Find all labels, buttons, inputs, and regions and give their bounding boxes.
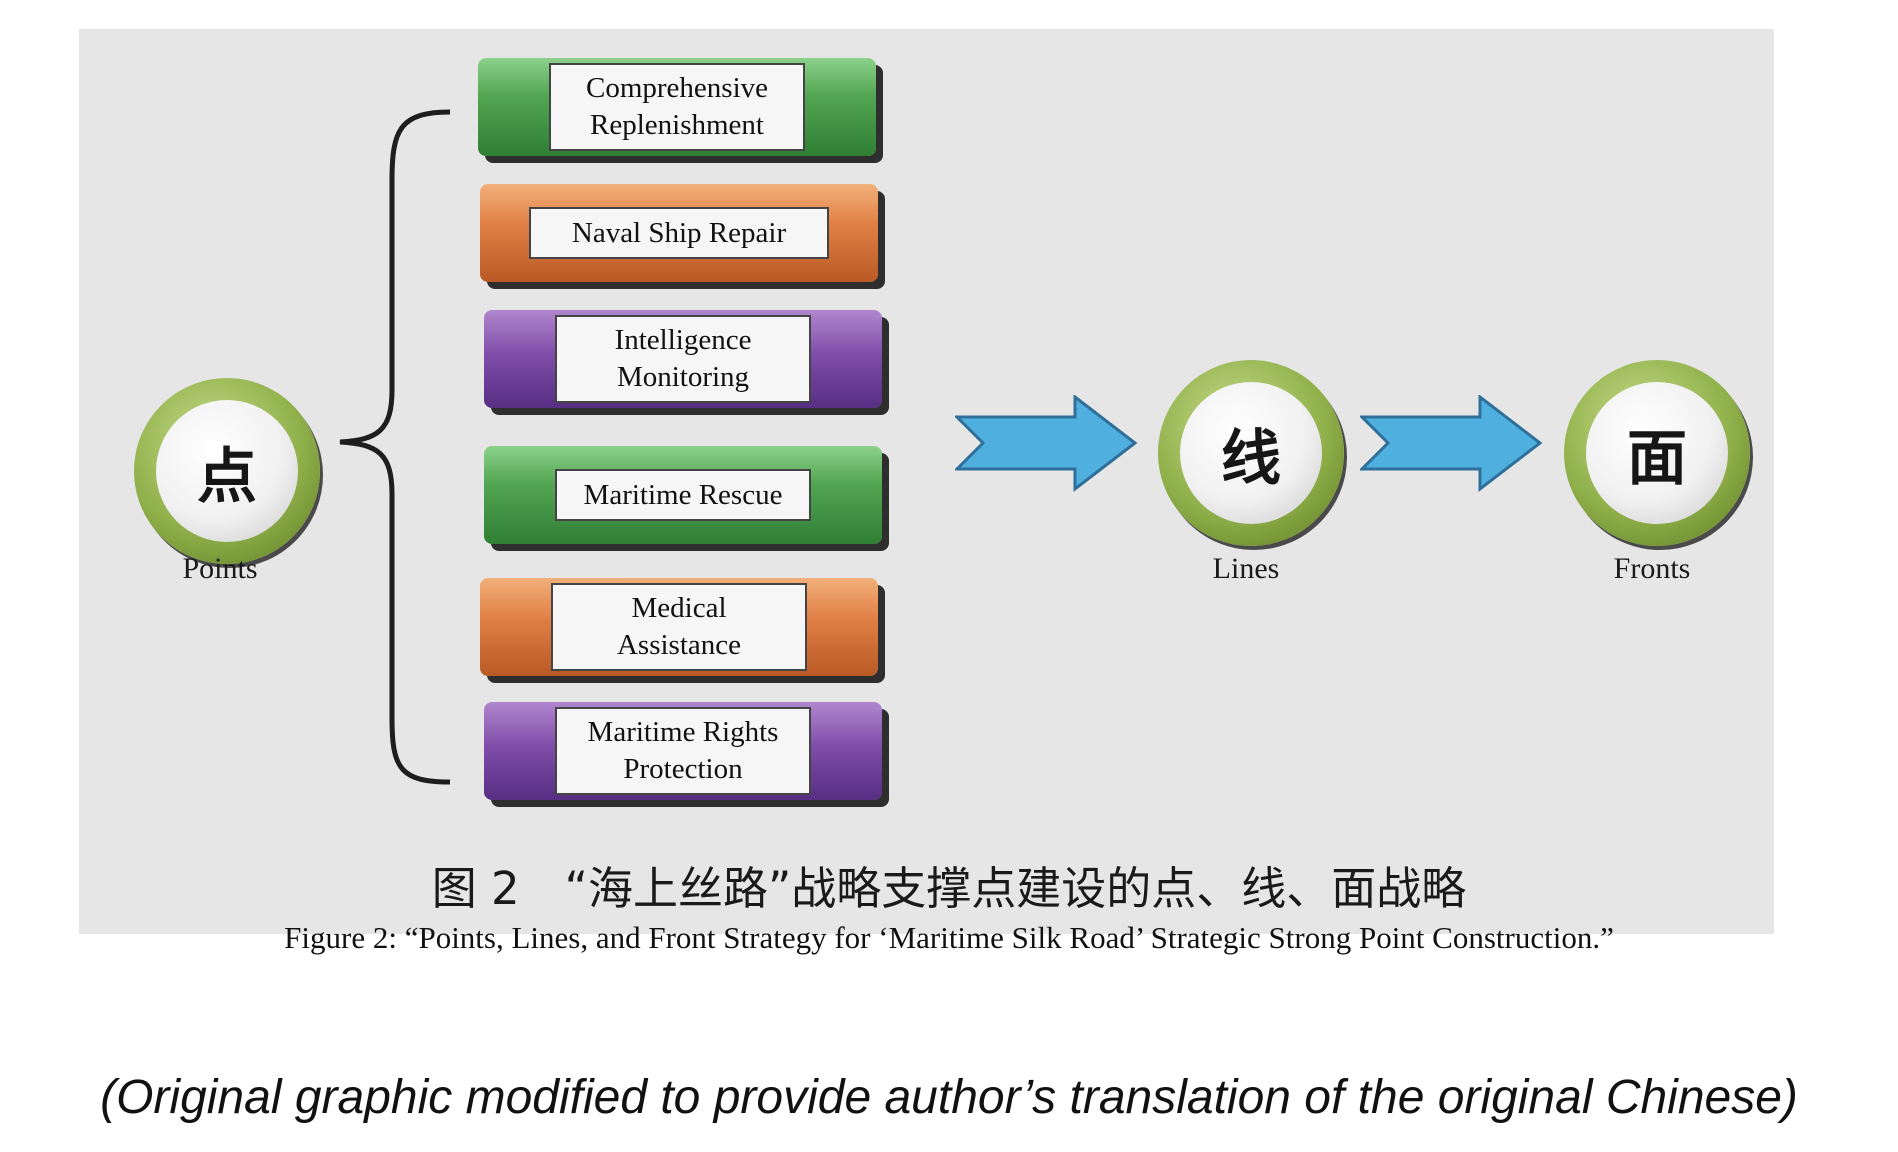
- bar-maritime-rescue: Maritime Rescue: [484, 446, 882, 544]
- bar-label: Naval Ship Repair: [529, 207, 829, 259]
- node-points: 点: [134, 378, 320, 564]
- figure-caption-chinese: 图 2 “海上丝路”战略支撑点建设的点、线、面战略: [431, 862, 1467, 915]
- node-char: 点: [156, 400, 298, 542]
- bar-maritime-rights-protection: Maritime Rights Protection: [484, 702, 882, 800]
- node-char: 面: [1586, 382, 1728, 524]
- arrow-to-fronts: [1360, 395, 1543, 493]
- bar-naval-ship-repair: Naval Ship Repair: [480, 184, 878, 282]
- figure-caption-english: Figure 2: “Points, Lines, and Front Stra…: [284, 920, 1614, 955]
- bar-medical-assistance: Medical Assistance: [480, 578, 878, 676]
- bar-intelligence-monitoring: Intelligence Monitoring: [484, 310, 882, 408]
- node-lines: 线: [1158, 360, 1344, 546]
- node-fronts: 面: [1564, 360, 1750, 546]
- bar-label: Medical Assistance: [551, 583, 807, 671]
- node-caption-lines: Lines: [1212, 552, 1280, 585]
- node-caption-points: Points: [182, 552, 258, 585]
- node-caption-fronts: Fronts: [1613, 552, 1691, 585]
- bar-label: Maritime Rescue: [555, 469, 811, 521]
- bar-label: Comprehensive Replenishment: [549, 63, 805, 151]
- bar-label: Intelligence Monitoring: [555, 315, 811, 403]
- translation-note: (Original graphic modified to provide au…: [100, 1071, 1798, 1124]
- bar-label: Maritime Rights Protection: [555, 707, 811, 795]
- arrow-to-lines: [955, 395, 1138, 493]
- node-char: 线: [1180, 382, 1322, 524]
- bar-comprehensive-replenishment: Comprehensive Replenishment: [478, 58, 876, 156]
